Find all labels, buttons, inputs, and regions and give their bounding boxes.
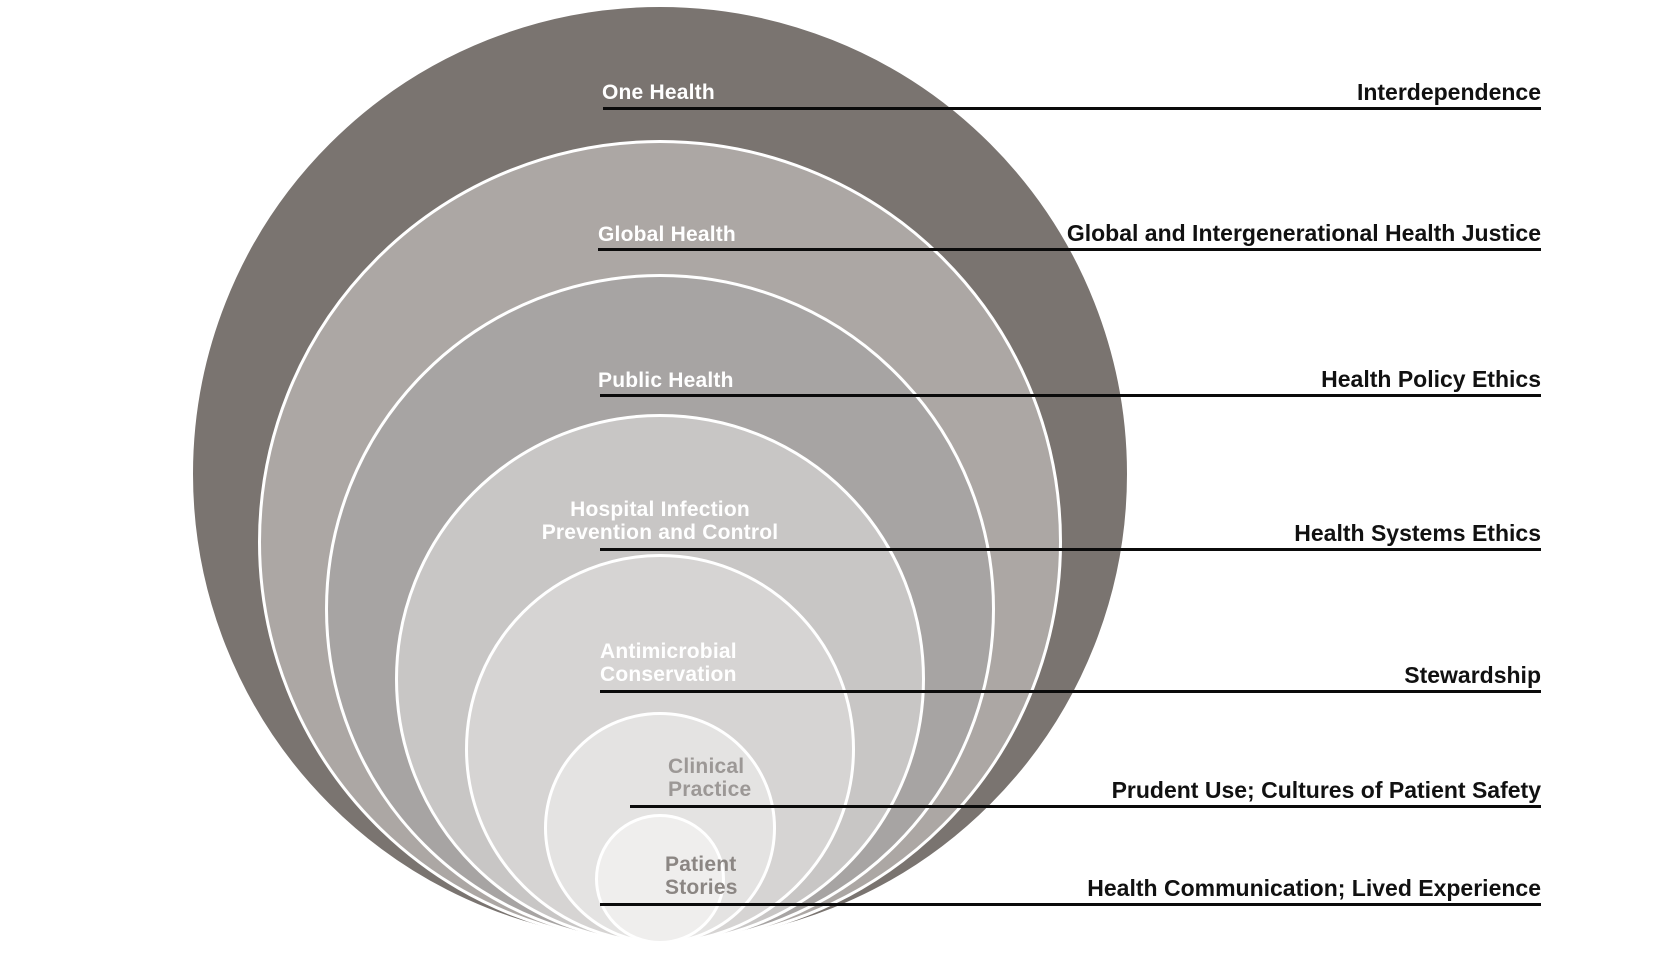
circle-label-global-health: Global Health <box>598 223 736 246</box>
callout-line-global-health <box>598 248 1541 251</box>
circle-label-public-health: Public Health <box>598 369 734 392</box>
callout-line-hospital-infection <box>600 548 1541 551</box>
circle-label-patient-stories: Patient Stories <box>665 853 738 899</box>
circle-patient-stories <box>595 814 725 944</box>
callout-line-public-health <box>600 394 1541 397</box>
callout-line-patient-stories <box>600 903 1541 906</box>
annotation-global-and-intergenerational-health-justice: Global and Intergenerational Health Just… <box>1066 220 1541 246</box>
annotation-stewardship: Stewardship <box>1404 662 1541 688</box>
annotation-prudent-use-cultures-of-patient-safety: Prudent Use; Cultures of Patient Safety <box>1111 777 1541 803</box>
callout-line-clinical-practice <box>630 805 1541 808</box>
callout-line-one-health <box>603 107 1541 110</box>
circle-label-clinical-practice: Clinical Practice <box>668 755 752 801</box>
circle-label-one-health: One Health <box>602 81 715 104</box>
annotation-health-policy-ethics: Health Policy Ethics <box>1321 366 1541 392</box>
circle-label-antimicrobial-conservation: Antimicrobial Conservation <box>600 640 737 686</box>
annotation-interdependence: Interdependence <box>1356 79 1541 105</box>
annotation-health-systems-ethics: Health Systems Ethics <box>1294 520 1541 546</box>
callout-line-antimicrobial-conservation <box>600 690 1541 693</box>
annotation-health-communication-lived-experience: Health Communication; Lived Experience <box>1087 875 1541 901</box>
circle-label-hospital-infection-prevention-and-control: Hospital Infection Prevention and Contro… <box>541 498 779 544</box>
